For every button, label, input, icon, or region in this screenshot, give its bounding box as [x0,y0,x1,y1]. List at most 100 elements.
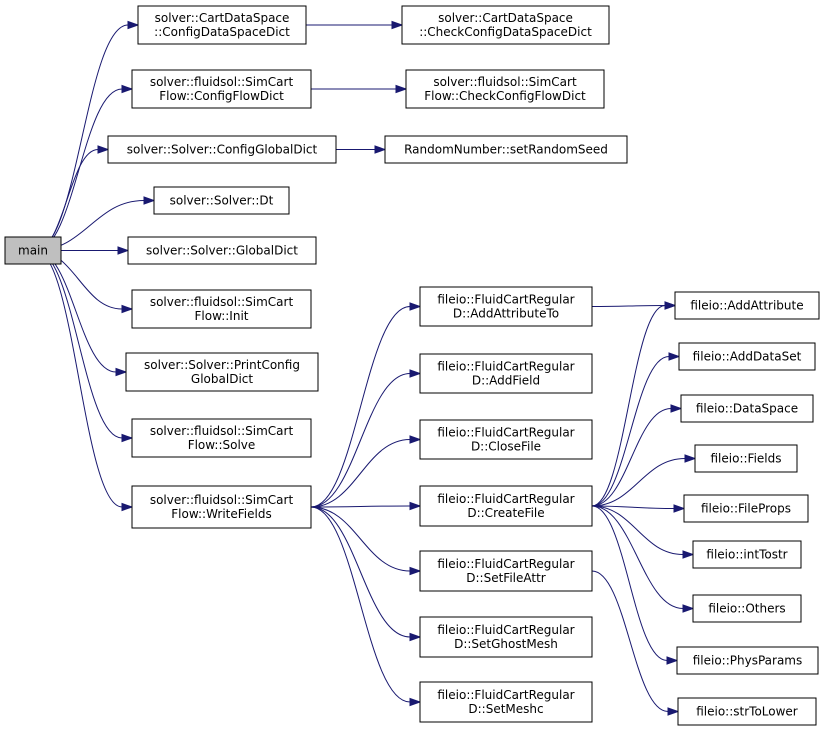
node-fileprops[interactable]: fileio::FileProps [683,494,809,523]
node-label: Flow::Init [194,309,248,323]
node-box [419,419,593,460]
node-label: fileio::FluidCartRegular [437,688,574,702]
node-label: solver::Solver::PrintConfig [144,358,300,372]
node-label: fileio::AddDataSet [693,350,802,364]
node-label: solver::Solver::Dt [170,194,274,208]
node-label: fileio::PhysParams [693,654,803,668]
node-box [676,646,819,675]
node-box [405,69,605,109]
node-box [680,394,814,423]
node-label: fileio::FluidCartRegular [437,360,574,374]
node-addattribute[interactable]: fileio::AddAttribute [674,291,820,320]
edge-createfile-to-addattribute [591,301,677,507]
edge-wf-to-setmeshc [310,506,422,707]
node-label: solver::fluidsol::SimCart [150,493,294,507]
node-dt[interactable]: solver::Solver::Dt [153,186,290,215]
node-chkflow[interactable]: solver::fluidsol::SimCartFlow::CheckConf… [405,69,605,109]
node-label: Flow::Solve [188,438,256,452]
edge-setfileattr-to-strtolower [591,570,680,716]
edge-createfile-to-adddataset [591,352,681,507]
edge-main-to-cfgglobal [35,145,110,251]
node-label: main [18,244,48,258]
node-label: Flow::ConfigFlowDict [159,89,284,103]
node-label: solver::fluidsol::SimCart [150,75,294,89]
node-label: solver::Solver::ConfigGlobalDict [127,143,318,157]
node-box [153,186,290,215]
edge-createfile-to-physparams [591,505,679,665]
node-box [125,352,319,392]
node-box [137,5,307,45]
node-label: D::CreateFile [467,506,544,520]
node-label: solver::fluidsol::SimCart [433,75,577,89]
node-label: Flow::CheckConfigFlowDict [424,89,586,103]
edge-createfile-to-fields [591,454,697,507]
edge-createfile-to-dataspace [591,404,683,507]
node-fields[interactable]: fileio::Fields [694,444,798,473]
node-label: fileio::intTostr [706,548,787,562]
node-box [692,540,802,569]
edge-createfile-to-inttostr [591,505,695,559]
node-label: D::SetMeshc [468,702,543,716]
node-cfgds[interactable]: solver::CartDataSpace::ConfigDataSpaceDi… [137,5,307,45]
node-chkds[interactable]: solver::CartDataSpace::CheckConfigDataSp… [401,5,610,45]
node-addattrto[interactable]: fileio::FluidCartRegularD::AddAttributeT… [419,286,593,327]
node-label: solver::CartDataSpace [155,11,290,25]
node-box [131,289,312,329]
node-box [131,418,312,458]
node-physparams[interactable]: fileio::PhysParams [676,646,819,675]
node-gdict[interactable]: solver::Solver::GlobalDict [127,236,317,265]
node-others[interactable]: fileio::Others [692,594,802,623]
node-inttostr[interactable]: fileio::intTostr [692,540,802,569]
node-box [131,69,312,109]
node-label: D::SetGhostMesh [454,637,558,651]
node-box [4,236,62,265]
edge-main-to-pcg [35,250,128,377]
edge-cfgds-to-chkds [306,20,404,30]
node-main[interactable]: main [4,236,62,265]
node-box [419,681,593,723]
node-box [674,291,820,320]
edge-main-to-wf [35,250,134,512]
node-strtolower[interactable]: fileio::strToLower [677,697,817,726]
node-adddataset[interactable]: fileio::AddDataSet [678,342,816,371]
node-box [384,135,628,164]
node-label: solver::fluidsol::SimCart [150,424,294,438]
edge-wf-to-setghost [310,506,422,642]
node-label: solver::Solver::GlobalDict [146,244,298,258]
node-box [678,342,816,371]
node-label: ::ConfigDataSpaceDict [154,25,290,39]
node-label: solver::fluidsol::SimCart [150,295,294,309]
edge-createfile-to-fileprops [591,504,686,513]
node-box [131,485,312,529]
edge-wf-to-closefile [310,435,422,508]
node-label: solver::CartDataSpace [438,11,573,25]
node-box [694,444,798,473]
node-box [677,697,817,726]
node-cfgflow[interactable]: solver::fluidsol::SimCartFlow::ConfigFlo… [131,69,312,109]
edge-wf-to-setfileattr [310,506,422,576]
node-label: fileio::Fields [711,452,782,466]
node-label: fileio::FluidCartRegular [437,623,574,637]
node-box [419,550,593,592]
node-label: D::CloseFile [471,440,541,454]
node-label: fileio::FileProps [701,502,791,516]
node-cfgglobal[interactable]: solver::Solver::ConfigGlobalDict [107,135,337,164]
node-box [683,494,809,523]
node-box [401,5,610,45]
node-label: fileio::strToLower [696,705,798,719]
node-rnd[interactable]: RandomNumber::setRandomSeed [384,135,628,164]
node-box [127,236,317,265]
edge-cfgglobal-to-rnd [336,145,387,154]
node-dataspace[interactable]: fileio::DataSpace [680,394,814,423]
node-wf[interactable]: solver::fluidsol::SimCartFlow::WriteFiel… [131,485,312,529]
